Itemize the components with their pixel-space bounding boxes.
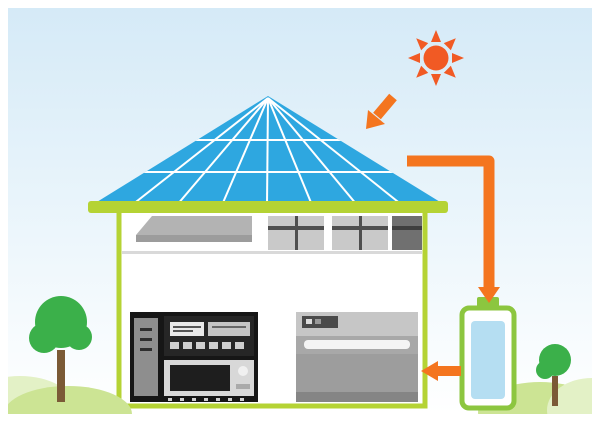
- button-row: [170, 342, 244, 349]
- tree-trunk: [57, 350, 65, 402]
- oven-window: [170, 365, 230, 391]
- power-arrow-roof-to-battery-icon: [407, 155, 500, 303]
- window-2: [332, 216, 388, 250]
- solar-panel-roof: [88, 96, 448, 213]
- sun-core: [423, 45, 449, 71]
- storage-battery: [459, 297, 517, 411]
- dishwasher-kickplate: [296, 392, 418, 402]
- window-3: [392, 216, 422, 250]
- oven-dial: [238, 366, 248, 376]
- range-hood: [136, 216, 252, 242]
- bottom-button-strip: [168, 398, 244, 401]
- floor-divider: [122, 251, 422, 254]
- sunlight-arrow-icon: [366, 93, 397, 129]
- display-right: [208, 322, 250, 336]
- house: [116, 203, 428, 409]
- left-tree: [29, 296, 92, 402]
- upper-floor-windows: [122, 216, 422, 254]
- roof-eaves: [88, 201, 448, 213]
- sun-icon: [408, 30, 464, 86]
- sun-rays: [408, 30, 464, 86]
- oven-unit: [130, 312, 258, 402]
- dishwasher-unit: [296, 312, 418, 402]
- kitchen-appliances: [130, 312, 418, 402]
- dishwasher-handle: [304, 340, 410, 349]
- battery-charge-level: [471, 321, 505, 399]
- power-arrow-battery-to-house-icon: [421, 361, 461, 381]
- display-left: [170, 322, 204, 336]
- tree-trunk: [552, 376, 558, 406]
- right-tree: [536, 344, 571, 406]
- tree-canopy: [35, 296, 87, 348]
- tree-canopy: [539, 344, 571, 376]
- window-1: [268, 216, 324, 250]
